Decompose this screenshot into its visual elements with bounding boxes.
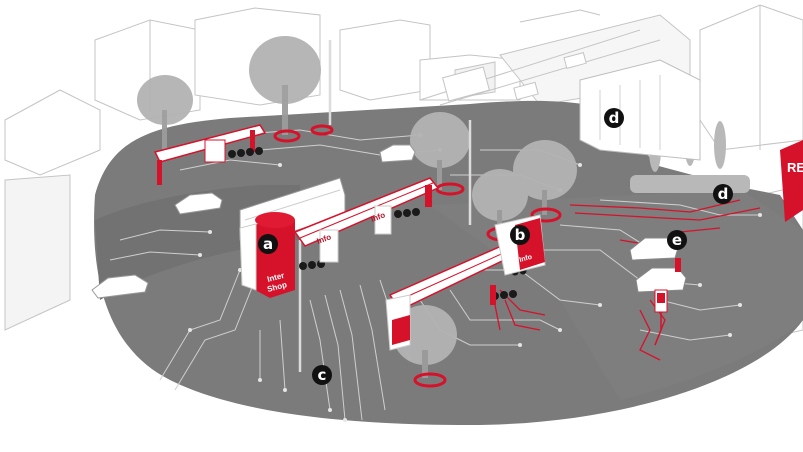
marker-a-circle: [258, 234, 278, 254]
billboard: RE: [780, 140, 803, 222]
shelter-left: [153, 124, 267, 185]
tree-icon: [137, 75, 193, 125]
marker-d-building: d: [604, 108, 624, 128]
car-icon: [91, 274, 149, 299]
tree-icon: [410, 112, 470, 168]
light-poles: [298, 40, 472, 372]
marker-d2-label: d: [718, 185, 729, 203]
car-icon: [379, 144, 416, 163]
bike-icon: [394, 208, 420, 218]
marker-e-label: e: [672, 231, 682, 249]
marker-b-label: b: [515, 226, 526, 244]
office-building: [579, 59, 701, 161]
canopy-walkway-b: Info: [385, 214, 546, 351]
info-label-3: Info: [519, 254, 533, 264]
charging-area: [629, 237, 687, 346]
canopy-walkway: Info Info: [293, 177, 440, 263]
marker-c: c: [312, 365, 332, 385]
car-icon: [635, 267, 687, 293]
background-road: [419, 29, 661, 106]
tower-label-line1: Inter: [266, 271, 285, 284]
car-icon: [174, 192, 223, 215]
marker-a: a: [258, 234, 278, 254]
marker-b: b: [510, 225, 530, 245]
marker-d-path: d: [713, 184, 733, 204]
bike-racks: [228, 147, 527, 300]
tree-icon: [249, 36, 321, 104]
billboard-label: RE: [787, 160, 803, 175]
marker-d1-label: d: [609, 109, 620, 127]
tree-icon: [472, 169, 528, 221]
bike-icon: [228, 147, 263, 158]
bike-icon: [299, 260, 325, 270]
street-cars: [91, 144, 416, 299]
marker-a-label: a: [263, 235, 273, 253]
marker-e: e: [667, 230, 687, 250]
tree-icon: [513, 140, 577, 200]
marker-c-label: c: [318, 366, 327, 384]
